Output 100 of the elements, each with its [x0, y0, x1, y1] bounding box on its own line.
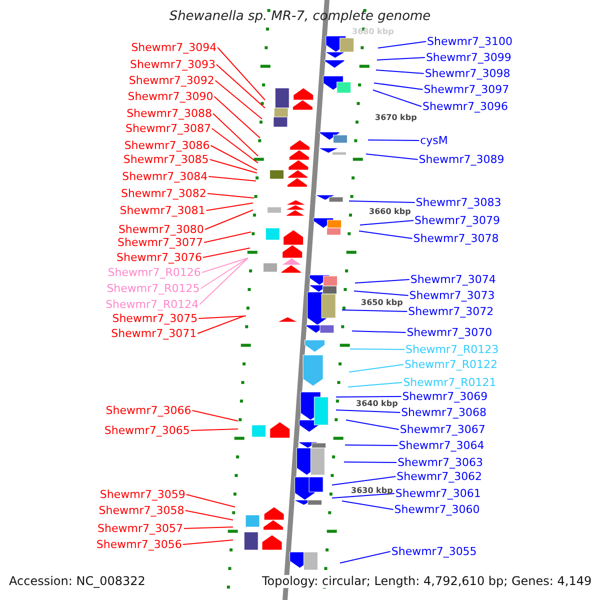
leader-line [186, 494, 236, 508]
gene-label: Shewmr7_3076 [116, 251, 202, 264]
gene-label: Shewmr7_3069 [402, 390, 488, 403]
gene-label: Shewmr7_3056 [96, 538, 182, 551]
gene-label: Shewmr7_3083 [416, 196, 502, 209]
leader-line [340, 551, 391, 564]
leader-line [199, 258, 248, 305]
gene-label: Shewmr7_3060 [394, 503, 480, 516]
leader-line [332, 476, 396, 486]
leader-line [376, 70, 424, 74]
leader-line [214, 80, 262, 120]
leader-line [201, 258, 248, 273]
gene-label: Shewmr7_3074 [410, 273, 496, 286]
leader-line [190, 428, 238, 431]
leader-line [198, 316, 246, 319]
gene-label: Shewmr7_3092 [128, 74, 214, 87]
gene-label: Shewmr7_3097 [424, 83, 510, 96]
gene-label: Shewmr7_3080 [118, 223, 204, 236]
leader-line [202, 248, 250, 258]
gene-label: cysM [420, 134, 448, 147]
gene-label: Shewmr7_3059 [100, 488, 186, 501]
leader-line [336, 396, 402, 398]
genome-info-text: Topology: circular; Length: 4,792,610 bp; Genes: 4,149 [262, 575, 592, 588]
gene-label: Shewmr7_R0123 [406, 343, 499, 356]
gene-label: Shewmr7_R0121 [403, 376, 496, 389]
gene-label: Shewmr7_3073 [409, 289, 495, 302]
leader-line [368, 140, 420, 141]
leader-line [366, 154, 418, 160]
gene-label: Shewmr7_3093 [130, 58, 216, 71]
leader-line [206, 193, 254, 198]
gene-label: Shewmr7_3063 [398, 456, 484, 469]
scale-label: 3630 kbp [351, 486, 393, 495]
leader-line [200, 258, 248, 289]
leader-line [336, 410, 401, 413]
accession-text: Accession: NC_008322 [9, 575, 146, 588]
gene-label: Shewmr7_3066 [106, 404, 192, 417]
gene-label: Shewmr7_3075 [112, 312, 198, 325]
gene-label: Shewmr7_3072 [408, 305, 494, 318]
gene-label: Shewmr7_3079 [414, 214, 500, 227]
leader-line [376, 57, 426, 60]
gene-label: Shewmr7_3068 [401, 406, 487, 419]
leader-line [204, 210, 254, 230]
gene-label: Shewmr7_3087 [126, 122, 211, 135]
leader-line [210, 145, 258, 170]
gene-label: Shewmr7_3070 [406, 326, 492, 339]
leader-line [208, 176, 256, 182]
gene-label: Shewmr7_3065 [104, 424, 190, 437]
leader-line [352, 330, 406, 333]
scale-label: 3640 kbp [356, 399, 398, 408]
scale-label: 3670 kbp [375, 112, 417, 124]
gene-label: Shewmr7_3067 [400, 423, 486, 436]
gene-label: Shewmr7_3086 [124, 139, 210, 152]
leader-line [212, 113, 258, 156]
gene-label: Shewmr7_3061 [395, 487, 481, 500]
leader-line [211, 128, 258, 164]
gene-label: Shewmr7_3081 [120, 204, 206, 217]
leader-line [182, 540, 234, 545]
gene-label: Shewmr7_3071 [111, 327, 197, 340]
leader-line [346, 420, 400, 430]
leader-line [348, 364, 404, 372]
gene-label: Shewmr7_3096 [422, 100, 508, 113]
gene-label: Shewmr7_3098 [424, 67, 510, 80]
gene-label: Shewmr7_3077 [118, 236, 203, 249]
gene-label: Shewmr7_3089 [418, 153, 504, 166]
leader-line [348, 382, 403, 388]
gene-label: Shewmr7_R0125 [106, 282, 200, 295]
gene-label: Shewmr7_3064 [398, 439, 484, 452]
gene-label: Shewmr7_3094 [131, 41, 217, 54]
leader-line [342, 500, 394, 510]
leader-line [332, 493, 395, 498]
gene-label: Shewmr7_3082 [120, 187, 206, 200]
gene-label: Shewmr7_3078 [413, 232, 499, 245]
leader-line [342, 310, 408, 312]
leader-line [206, 202, 254, 211]
leader-line [344, 444, 398, 446]
gene-label: Shewmr7_R0124 [106, 298, 199, 311]
leader-line [192, 410, 238, 422]
leader-line [214, 96, 260, 138]
leader-line [374, 82, 424, 90]
leader-line [344, 462, 398, 463]
leader-line [204, 232, 252, 243]
scale-label: 3650 kbp [361, 298, 403, 307]
leader-line [348, 200, 416, 203]
leader-line [378, 41, 427, 48]
leader-line [354, 279, 410, 284]
gene-label: Shewmr7_3062 [396, 470, 482, 483]
leader-line [197, 316, 244, 334]
gene-label: Shewmr7_R0122 [404, 358, 498, 371]
gene-label: Shewmr7_R0126 [108, 266, 201, 279]
leader-line [183, 526, 234, 529]
leader-line [209, 159, 258, 174]
gene-label: Shewmr7_3058 [98, 504, 184, 517]
gene-label: Shewmr7_3084 [122, 170, 208, 183]
gene-label: Shewmr7_3085 [123, 153, 209, 166]
title: Shewanella sp. MR-7, complete genome [168, 10, 432, 23]
leader-line [360, 220, 414, 226]
gene-label: Shewmr7_3100 [427, 35, 512, 48]
leader-line [184, 510, 234, 520]
leader-line [350, 348, 405, 350]
leader-line [358, 230, 413, 239]
